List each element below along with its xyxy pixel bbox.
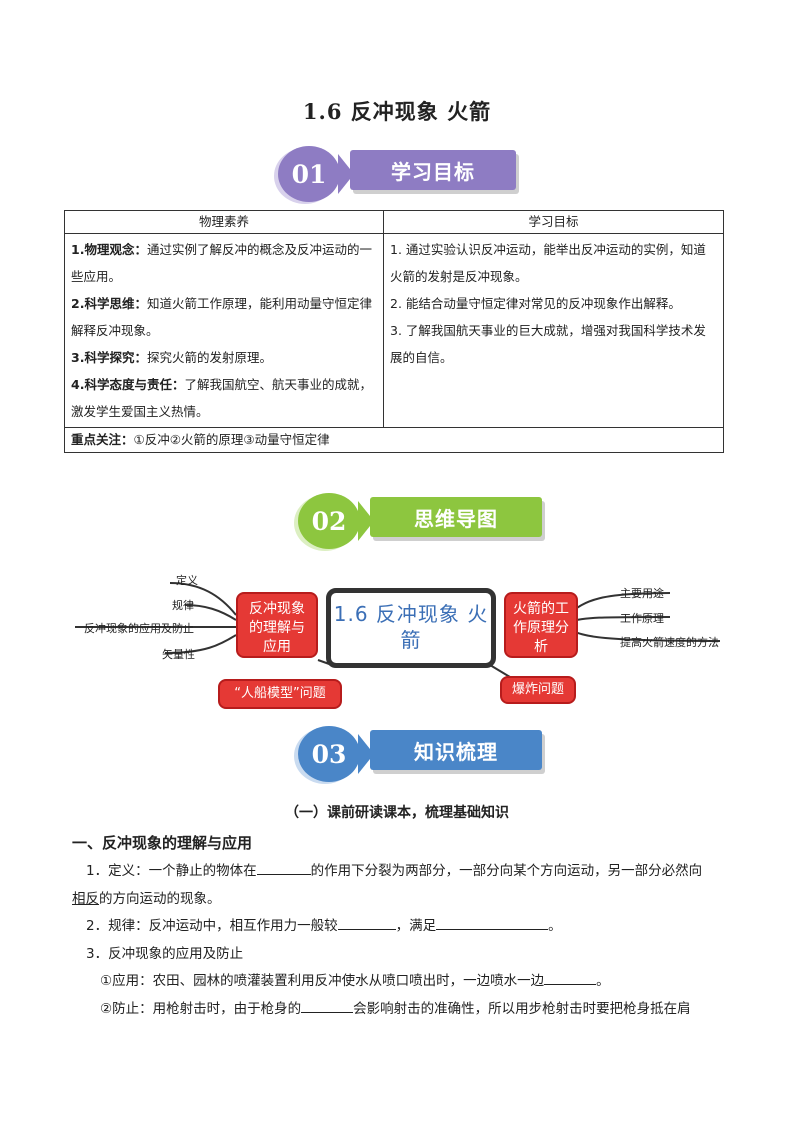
literacy-item: 2.科学思维：知道火箭工作原理，能利用动量守恒定律解释反冲现象。 bbox=[71, 296, 372, 338]
item-application: 3．反冲现象的应用及防止 bbox=[86, 946, 244, 962]
goal-item: 2. 能结合动量守恒定律对常见的反冲现象作出解释。 bbox=[390, 296, 681, 311]
literacy-cell: 1.物理观念：通过实例了解反冲的概念及反冲运动的一些应用。 2.科学思维：知道火… bbox=[64, 233, 384, 428]
table-header-goals: 学习目标 bbox=[383, 210, 724, 234]
item-rule: 2．规律：反冲运动中，相互作用力一般较，满足。 bbox=[86, 912, 726, 940]
section-label: 学习目标 bbox=[350, 150, 516, 190]
item-definition: 1．定义：一个静止的物体在的作用下分裂为两部分，一部分向某个方向运动，另一部分必… bbox=[86, 857, 726, 885]
section-number: 01 bbox=[278, 146, 354, 202]
goal-item: 3. 了解我国航天事业的巨大成就，增强对我国科学技术发展的自信。 bbox=[390, 323, 706, 365]
item-application-use: ①应用：农田、园林的喷灌装置利用反冲使水从喷口喷出时，一边喷水一边。 bbox=[100, 967, 740, 995]
section-number: 02 bbox=[298, 493, 374, 549]
section-number: 03 bbox=[298, 726, 374, 782]
mindmap-leaf: 定义 bbox=[176, 574, 198, 587]
mindmap-leaf: 主要用途 bbox=[620, 587, 664, 600]
mindmap-right-box: 火箭的工作原理分析 bbox=[504, 592, 578, 658]
section-banner-goals: 01 学习目标 bbox=[278, 146, 528, 202]
goals-cell: 1. 通过实验认识反冲运动，能举出反冲运动的实例，知道火箭的发射是反冲现象。 2… bbox=[383, 233, 724, 428]
mindmap-left-box: 反冲现象的理解与应用 bbox=[236, 592, 318, 658]
mindmap-leaf: 规律 bbox=[172, 599, 194, 612]
table-header-literacy: 物理素养 bbox=[64, 210, 384, 234]
goals-table: 物理素养 学习目标 1.物理观念：通过实例了解反冲的概念及反冲运动的一些应用。 … bbox=[64, 210, 724, 453]
section-label: 思维导图 bbox=[370, 497, 542, 537]
literacy-item: 4.科学态度与责任：了解我国航空、航天事业的成就，激发学生爱国主义热情。 bbox=[71, 377, 372, 419]
mindmap-bottom-left: “人船模型”问题 bbox=[218, 679, 342, 709]
section-label: 知识梳理 bbox=[370, 730, 542, 770]
item-definition-cont: 相反的方向运动的现象。 bbox=[72, 891, 221, 907]
mindmap-leaf: 矢量性 bbox=[162, 648, 195, 661]
section-banner-mindmap: 02 思维导图 bbox=[298, 493, 548, 549]
literacy-item: 1.物理观念：通过实例了解反冲的概念及反冲运动的一些应用。 bbox=[71, 242, 372, 284]
heading-1: 一、反冲现象的理解与应用 bbox=[72, 834, 253, 852]
item-application-prevent: ②防止：用枪射击时，由于枪身的会影响射击的准确性，所以用步枪射击时要把枪身抵在肩 bbox=[100, 995, 740, 1023]
page-title: 1.6 反冲现象 火箭 bbox=[302, 99, 492, 124]
mindmap-center: 1.6 反冲现象 火箭 bbox=[326, 588, 496, 668]
mindmap-leaf: 工作原理 bbox=[620, 612, 664, 625]
fill-blank[interactable] bbox=[301, 996, 354, 1013]
fill-blank[interactable] bbox=[544, 968, 597, 985]
fill-blank[interactable] bbox=[256, 858, 311, 875]
subsection-title: （一）课前研读课本，梳理基础知识 bbox=[285, 805, 509, 821]
section-banner-knowledge: 03 知识梳理 bbox=[298, 726, 548, 782]
mindmap-bottom-right: 爆炸问题 bbox=[500, 676, 576, 704]
fill-blank[interactable] bbox=[436, 913, 549, 930]
mindmap-leaf: 反冲现象的应用及防止 bbox=[84, 622, 194, 635]
literacy-item: 3.科学探究：探究火箭的发射原理。 bbox=[71, 350, 272, 365]
fill-blank[interactable] bbox=[337, 913, 396, 930]
focus-row: 重点关注：①反冲②火箭的原理③动量守恒定律 bbox=[64, 427, 724, 453]
goal-item: 1. 通过实验认识反冲运动，能举出反冲运动的实例，知道火箭的发射是反冲现象。 bbox=[390, 242, 706, 284]
mindmap-leaf: 提高火箭速度的方法 bbox=[620, 636, 719, 649]
